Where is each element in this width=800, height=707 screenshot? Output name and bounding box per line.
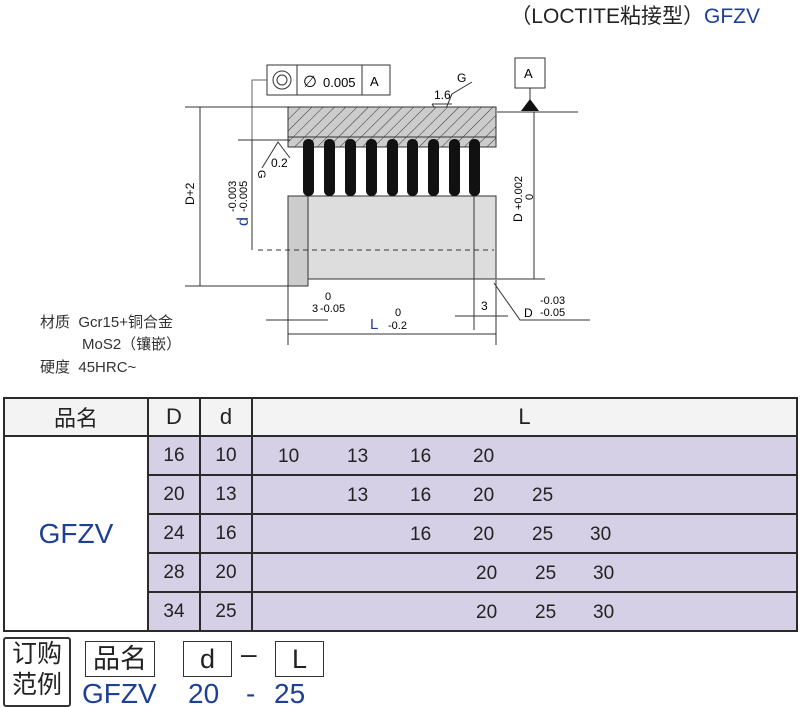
concentricity-icon <box>272 70 292 90</box>
dim-end: 3 <box>481 299 488 313</box>
concentricity-frame: ∅ 0.005 A <box>251 64 391 210</box>
L-value: 25 <box>532 524 554 545</box>
datum-ref: A <box>370 74 379 89</box>
order-example-label: 订购 范例 <box>3 637 71 707</box>
example-d: 20 <box>188 678 220 707</box>
field-L-box: L <box>275 641 324 677</box>
concentricity-value: 0.005 <box>323 75 356 90</box>
example-dash: - <box>246 678 256 707</box>
dim-end-tol-lower: -0.05 <box>540 307 565 319</box>
material-row-2: MoS2（镶嵌） <box>82 336 182 353</box>
roughness-inner-grade: G <box>255 170 267 179</box>
dim-L-tol-lower: -0.2 <box>388 320 407 332</box>
dim-D-label: D <box>511 213 525 222</box>
datum-tag: A <box>524 66 533 81</box>
L-value: 10 <box>278 446 300 467</box>
cell-D: 24 <box>147 513 201 554</box>
dim-flange-tol-lower: -0.05 <box>320 303 345 315</box>
oil-grooves <box>303 139 480 196</box>
L-value: 30 <box>593 563 615 584</box>
cell-D: 20 <box>147 474 201 515</box>
field-d-box: d <box>183 641 232 677</box>
L-value: 20 <box>473 446 495 467</box>
cell-D: 28 <box>147 552 201 593</box>
field-name-box: 品名 <box>85 641 155 677</box>
roughness-value: 1.6 <box>434 88 451 102</box>
page-title: （LOCTITE粘接型）GFZV <box>510 0 760 30</box>
example-L: 25 <box>274 678 306 707</box>
roughness-grade: G <box>457 71 466 85</box>
L-value: 25 <box>532 485 554 506</box>
dim-end-D: D <box>524 306 533 320</box>
dim-D-tol-lower: 0 <box>524 194 536 200</box>
table-header: 品名 D d L <box>3 397 798 437</box>
dim-d-tol-upper: -0.003 <box>227 181 239 212</box>
L-value: 30 <box>593 602 615 623</box>
cell-d: 16 <box>199 513 253 554</box>
dim-D-tol-upper: +0.002 <box>513 176 525 210</box>
dim-L-label: L <box>370 316 378 333</box>
cell-L: 20 25 30 <box>251 552 798 593</box>
dim-outer: D+2 <box>183 182 197 205</box>
cell-L: 13 16 20 25 <box>251 474 798 515</box>
L-value: 13 <box>347 485 369 506</box>
dim-flange: 3 <box>312 303 318 315</box>
hardness-row: 硬度 45HRC~ <box>40 359 137 376</box>
L-value: 16 <box>410 446 432 467</box>
L-value: 30 <box>590 524 612 545</box>
header-d: d <box>199 397 253 437</box>
dim-end-tol-upper: -0.03 <box>540 295 565 307</box>
title-prefix: （LOCTITE粘接型） <box>510 5 704 28</box>
dim-d-tol-lower: -0.005 <box>238 181 250 212</box>
cell-L: 20 25 30 <box>251 591 798 632</box>
dim-L-tol-upper: 0 <box>395 307 401 319</box>
diameter-symbol: ∅ <box>303 74 317 91</box>
cell-d: 10 <box>199 435 253 476</box>
L-value: 20 <box>476 563 498 584</box>
cell-d: 20 <box>199 552 253 593</box>
L-value: 20 <box>473 524 495 545</box>
L-value: 25 <box>535 563 557 584</box>
cell-L: 10 13 16 20 <box>251 435 798 476</box>
roughness-inner-value: 0.2 <box>271 156 288 170</box>
cell-d: 13 <box>199 474 253 515</box>
cell-D: 16 <box>147 435 201 476</box>
L-value: 20 <box>473 485 495 506</box>
L-value: 16 <box>410 485 432 506</box>
L-value: 13 <box>347 446 369 467</box>
cell-L: 16 20 25 30 <box>251 513 798 554</box>
header-name: 品名 <box>3 397 149 437</box>
technical-drawing: ∅ 0.005 A A 1.6 G D+ <box>183 57 590 345</box>
header-L: L <box>251 397 798 437</box>
material-row: 材质 Gcr15+铜合金 <box>40 314 173 331</box>
L-value: 25 <box>535 602 557 623</box>
datum-triangle-icon <box>521 99 539 111</box>
dim-flange-tol-upper: 0 <box>325 291 331 303</box>
header-D: D <box>147 397 201 437</box>
cell-D: 34 <box>147 591 201 632</box>
example-name: GFZV <box>82 678 157 707</box>
L-value: 20 <box>476 602 498 623</box>
title-code: GFZV <box>704 5 760 28</box>
dim-d-label: d <box>235 217 252 226</box>
L-value: 16 <box>410 524 432 545</box>
cell-d: 25 <box>199 591 253 632</box>
product-name-cell: GFZV <box>3 435 149 632</box>
field-dash: – <box>241 638 257 669</box>
